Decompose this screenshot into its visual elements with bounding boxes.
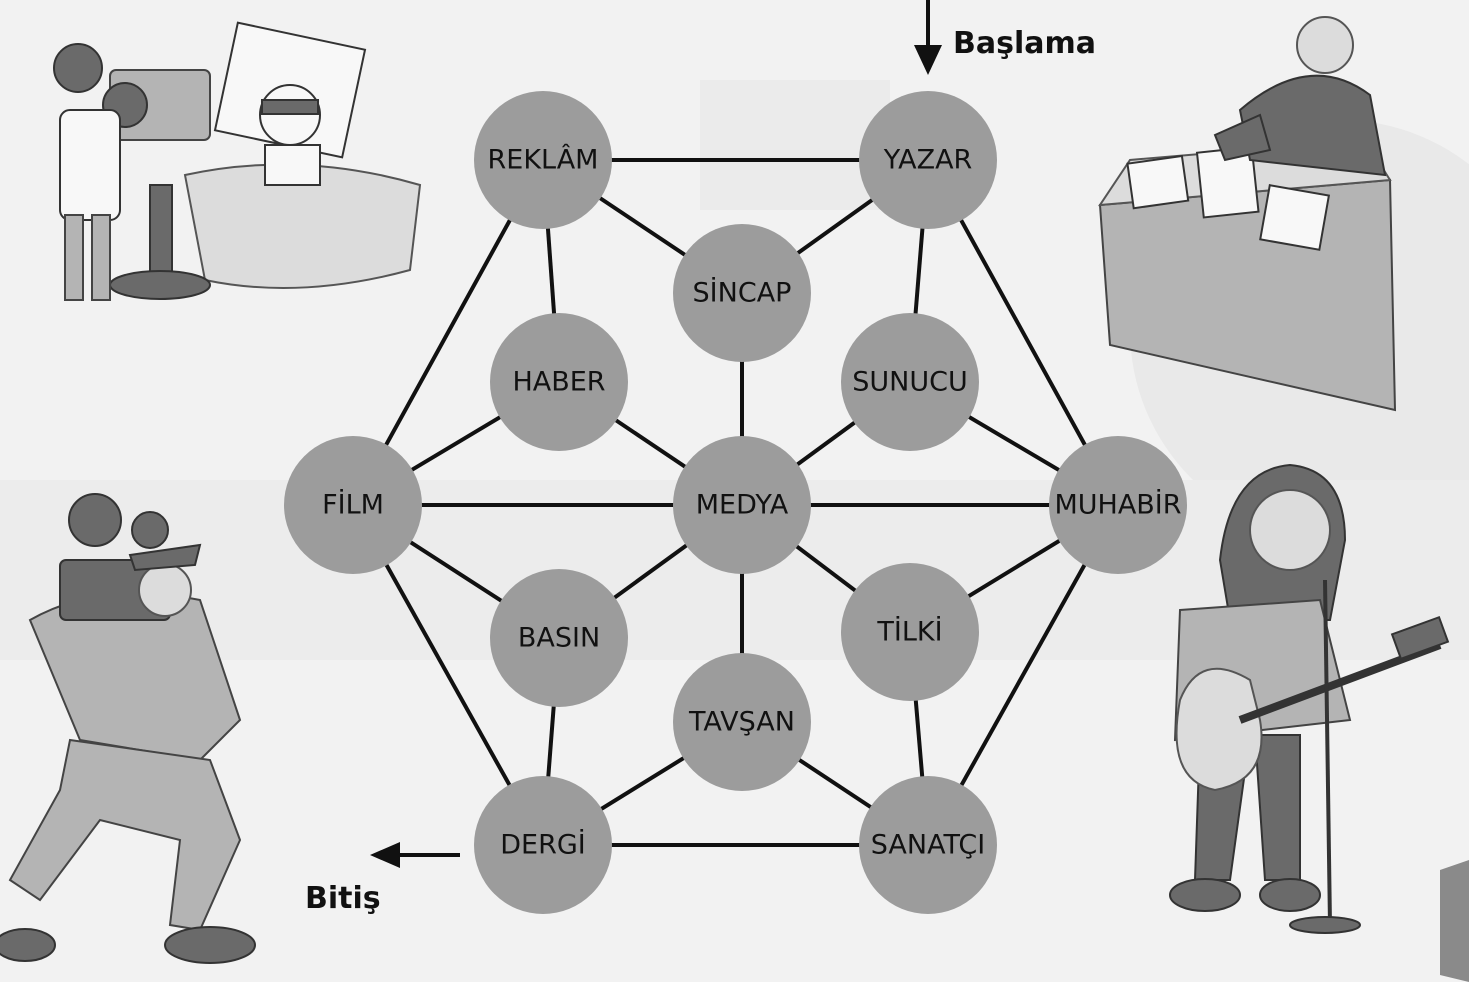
node-medya-label: MEDYA <box>696 490 789 521</box>
start-label: Başlama <box>953 26 1096 61</box>
start-arrow-icon <box>914 45 942 75</box>
node-tilki: TİLKİ <box>841 563 979 701</box>
node-muhabir-label: MUHABİR <box>1054 489 1181 521</box>
node-film-label: FİLM <box>322 489 384 521</box>
node-dergi-label: DERGİ <box>500 829 586 861</box>
guitarist-singer-illustration <box>1169 463 1450 934</box>
node-film: FİLM <box>284 436 422 574</box>
node-sanatci-label: SANATÇI <box>871 830 985 861</box>
tv-studio-illustration <box>53 21 422 301</box>
node-sunucu: SUNUCU <box>841 313 979 451</box>
node-muhabir: MUHABİR <box>1049 436 1187 574</box>
node-sincap: SİNCAP <box>673 224 811 362</box>
end-arrow-icon <box>370 842 400 868</box>
node-dergi: DERGİ <box>474 776 612 914</box>
node-reklam-label: REKLÂM <box>488 144 599 176</box>
node-tavsan: TAVŞAN <box>673 653 811 791</box>
start-marker: Başlama <box>914 0 1096 75</box>
writer-at-desk-illustration <box>1098 16 1397 412</box>
node-yazar: YAZAR <box>859 91 997 229</box>
node-basin-label: BASIN <box>518 623 600 654</box>
end-marker: Bitiş <box>305 842 460 916</box>
node-reklam: REKLÂM <box>474 91 612 229</box>
node-sincap-label: SİNCAP <box>693 277 792 309</box>
node-tavsan-label: TAVŞAN <box>688 707 795 738</box>
node-sanatci: SANATÇI <box>859 776 997 914</box>
node-tilki-label: TİLKİ <box>876 616 942 648</box>
cameraman-illustration <box>0 493 256 964</box>
node-medya: MEDYA <box>673 436 811 574</box>
node-haber: HABER <box>490 313 628 451</box>
page-corner-tab <box>1440 860 1469 982</box>
node-basin: BASIN <box>490 569 628 707</box>
node-sunucu-label: SUNUCU <box>852 367 967 398</box>
end-label: Bitiş <box>305 881 381 916</box>
node-haber-label: HABER <box>512 367 605 398</box>
node-yazar-label: YAZAR <box>883 145 973 176</box>
